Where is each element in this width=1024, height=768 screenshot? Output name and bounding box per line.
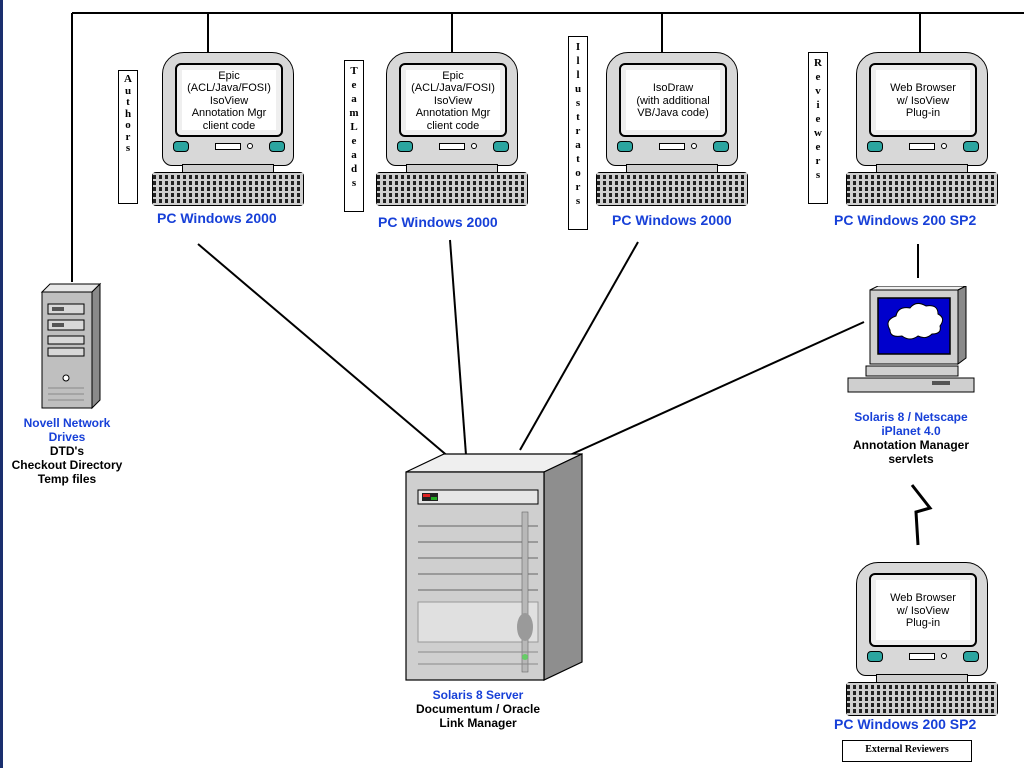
pc-teamleads: Epic (ACL/Java/FOSI) IsoView Annotation … xyxy=(376,52,528,212)
monitor: Epic (ACL/Java/FOSI) IsoView Annotation … xyxy=(386,52,518,166)
keyboard-icon xyxy=(846,682,998,716)
monitor-knob-left xyxy=(867,141,883,152)
power-dot xyxy=(691,143,697,149)
screen-line: (ACL/Java/FOSI) xyxy=(411,82,495,95)
monitor-knob-right xyxy=(269,141,285,152)
web-server-title-line: iPlanet 4.0 xyxy=(881,424,941,438)
web-server-label: Solaris 8 / Netscape iPlanet 4.0 Annotat… xyxy=(826,410,996,466)
keyboard-icon xyxy=(846,172,998,206)
screen-line: (with additional xyxy=(636,94,710,107)
novell-detail-line: DTD's xyxy=(49,444,85,458)
platform-label-external: PC Windows 200 SP2 xyxy=(834,716,977,732)
monitor-knob-left xyxy=(173,141,189,152)
monitor-screen: Web Browser w/ IsoView Plug-in xyxy=(869,63,977,137)
screen-line: Annotation Mgr xyxy=(191,107,267,120)
screen-line: Plug-in xyxy=(905,107,941,120)
monitor-knob-left xyxy=(867,651,883,662)
cloud-icon xyxy=(887,302,944,340)
keyboard-icon xyxy=(152,172,304,206)
screen-line: Annotation Mgr xyxy=(415,107,491,120)
pc-illustrators: IsoDraw (with additional VB/Java code) xyxy=(596,52,748,212)
monitor: Web Browser w/ IsoView Plug-in xyxy=(856,52,988,166)
pc-reviewers: Web Browser w/ IsoView Plug-in xyxy=(846,52,998,212)
server-detail-line: Documentum / Oracle xyxy=(415,702,541,716)
web-server-title-line: Solaris 8 / Netscape xyxy=(854,410,968,424)
web-server-pc-icon xyxy=(847,286,975,393)
screen-line: w/ IsoView xyxy=(896,94,950,107)
link-webserver-server xyxy=(569,321,865,456)
link-pc2-server xyxy=(449,239,467,456)
platform-label-pc4: PC Windows 200 SP2 xyxy=(834,212,977,228)
monitor: Web Browser w/ IsoView Plug-in xyxy=(856,562,988,676)
main-server-icon xyxy=(405,453,583,681)
monitor-slot xyxy=(215,143,241,150)
tower-server-icon xyxy=(40,282,102,410)
server-title: Solaris 8 Server xyxy=(432,688,524,702)
lightning-link xyxy=(910,484,933,546)
power-dot xyxy=(247,143,253,149)
monitor-knob-left xyxy=(397,141,413,152)
screen-line: (ACL/Java/FOSI) xyxy=(187,82,271,95)
monitor-knob-right xyxy=(963,141,979,152)
screen-line: client code xyxy=(202,119,256,132)
platform-label-pc3: PC Windows 2000 xyxy=(612,212,732,228)
web-server-detail-line: servlets xyxy=(888,452,934,466)
monitor: IsoDraw (with additional VB/Java code) xyxy=(606,52,738,166)
link-pc3-server xyxy=(519,241,639,451)
external-reviewers-box: External Reviewers xyxy=(842,740,972,762)
monitor-slot xyxy=(659,143,685,150)
monitor-knob-right xyxy=(963,651,979,662)
solaris-server-label: Solaris 8 Server Documentum / Oracle Lin… xyxy=(398,688,558,730)
screen-line: Epic xyxy=(442,69,464,82)
monitor-screen: Epic (ACL/Java/FOSI) IsoView Annotation … xyxy=(175,63,283,137)
screen-line: client code xyxy=(426,119,480,132)
keyboard-icon xyxy=(376,172,528,206)
platform-label-pc1: PC Windows 2000 xyxy=(157,210,277,226)
screen-line: Web Browser xyxy=(890,592,956,605)
novell-detail-line: Checkout Directory xyxy=(11,458,123,472)
novell-detail-line: Temp files xyxy=(37,472,97,486)
power-dot xyxy=(941,653,947,659)
novell-title-line: Novell Network xyxy=(23,416,111,430)
monitor-knob-right xyxy=(493,141,509,152)
link-pc1-server xyxy=(197,243,451,459)
pc-authors: Epic (ACL/Java/FOSI) IsoView Annotation … xyxy=(152,52,304,212)
monitor-screen: Epic (ACL/Java/FOSI) IsoView Annotation … xyxy=(399,63,507,137)
screen-line: Epic xyxy=(218,69,240,82)
novell-title-line: Drives xyxy=(48,430,86,444)
monitor-knob-left xyxy=(617,141,633,152)
power-dot xyxy=(941,143,947,149)
screen-line: Plug-in xyxy=(905,617,941,630)
monitor-screen: Web Browser w/ IsoView Plug-in xyxy=(869,573,977,647)
monitor: Epic (ACL/Java/FOSI) IsoView Annotation … xyxy=(162,52,294,166)
power-dot xyxy=(471,143,477,149)
server-detail-line: Link Manager xyxy=(439,716,517,730)
monitor-knob-right xyxy=(713,141,729,152)
screen-line: Web Browser xyxy=(890,82,956,95)
screen-line: IsoDraw xyxy=(652,82,694,95)
screen-line: w/ IsoView xyxy=(896,604,950,617)
web-server-detail-line: Annotation Manager xyxy=(853,438,969,452)
monitor-screen: IsoDraw (with additional VB/Java code) xyxy=(619,63,727,137)
screen-line: IsoView xyxy=(209,94,249,107)
monitor-slot xyxy=(439,143,465,150)
monitor-slot xyxy=(909,143,935,150)
platform-label-pc2: PC Windows 2000 xyxy=(378,214,498,230)
monitor-slot xyxy=(909,653,935,660)
left-edge-bar xyxy=(0,0,3,768)
screen-line: IsoView xyxy=(433,94,473,107)
pc-external-reviewer: Web Browser w/ IsoView Plug-in xyxy=(846,562,998,722)
novell-label: Novell Network Drives DTD's Checkout Dir… xyxy=(4,416,130,486)
keyboard-icon xyxy=(596,172,748,206)
screen-line: VB/Java code) xyxy=(637,107,709,120)
